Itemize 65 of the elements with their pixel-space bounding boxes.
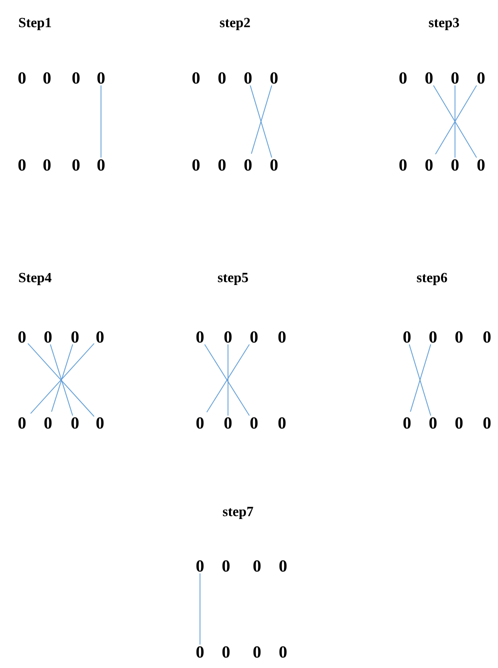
digit-label: 0 <box>279 560 287 572</box>
digit-label: 0 <box>18 159 26 171</box>
digit-label: 0 <box>425 72 433 84</box>
digit-label: 0 <box>72 159 80 171</box>
step-heading: step6 <box>416 272 448 286</box>
digit-label: 0 <box>196 331 204 343</box>
digit-label: 0 <box>244 72 252 84</box>
digit-label: 0 <box>250 331 258 343</box>
digit-label: 0 <box>455 331 463 343</box>
digit-label: 0 <box>196 560 204 572</box>
digit-label: 0 <box>192 159 200 171</box>
digit-label: 0 <box>270 72 278 84</box>
digit-label: 0 <box>96 331 104 343</box>
digit-label: 0 <box>429 417 437 429</box>
digit-label: 0 <box>403 417 411 429</box>
digit-label: 0 <box>96 417 104 429</box>
digit-label: 0 <box>399 72 407 84</box>
step-heading: step2 <box>220 18 250 30</box>
digit-label: 0 <box>97 72 105 84</box>
digit-label: 0 <box>71 417 79 429</box>
digit-label: 0 <box>399 159 407 171</box>
digit-label: 0 <box>425 159 433 171</box>
digit-label: 0 <box>218 72 226 84</box>
digit-label: 0 <box>196 417 204 429</box>
step-heading: step5 <box>218 272 248 286</box>
digit-label: 0 <box>44 331 52 343</box>
connector-line <box>454 85 456 158</box>
digit-label: 0 <box>222 560 230 572</box>
digit-label: 0 <box>244 159 252 171</box>
digit-label: 0 <box>279 646 287 658</box>
digit-label: 0 <box>477 159 485 171</box>
digit-label: 0 <box>270 159 278 171</box>
digit-label: 0 <box>483 331 491 343</box>
digit-label: 0 <box>71 331 79 343</box>
digit-label: 0 <box>43 159 51 171</box>
digit-label: 0 <box>403 331 411 343</box>
digit-label: 0 <box>43 72 51 84</box>
digit-label: 0 <box>483 417 491 429</box>
digit-label: 0 <box>18 417 26 429</box>
digit-label: 0 <box>72 72 80 84</box>
digit-label: 0 <box>192 72 200 84</box>
step-heading: step7 <box>222 506 254 520</box>
step-heading: Step1 <box>19 18 51 30</box>
step-heading: Step4 <box>19 272 52 286</box>
digit-label: 0 <box>253 560 261 572</box>
digit-label: 0 <box>196 646 204 658</box>
digit-label: 0 <box>455 417 463 429</box>
digit-label: 0 <box>429 331 437 343</box>
digit-label: 0 <box>97 159 105 171</box>
connector-line <box>100 85 102 158</box>
digit-label: 0 <box>224 417 232 429</box>
digit-label: 0 <box>278 331 286 343</box>
digit-label: 0 <box>18 331 26 343</box>
digit-label: 0 <box>451 159 459 171</box>
digit-label: 0 <box>278 417 286 429</box>
step-heading: step3 <box>428 18 460 30</box>
digit-label: 0 <box>477 72 485 84</box>
digit-label: 0 <box>250 417 258 429</box>
digit-label: 0 <box>44 417 52 429</box>
digit-label: 0 <box>18 72 26 84</box>
digit-label: 0 <box>253 646 261 658</box>
digit-label: 0 <box>224 331 232 343</box>
digit-label: 0 <box>451 72 459 84</box>
digit-label: 0 <box>222 646 230 658</box>
digit-label: 0 <box>218 159 226 171</box>
